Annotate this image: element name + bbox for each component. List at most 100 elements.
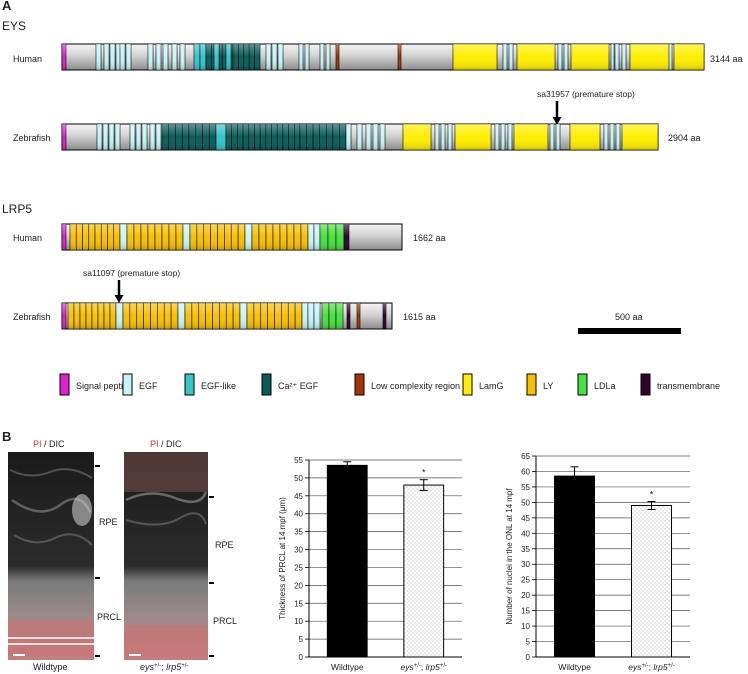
domain-shade (266, 44, 271, 70)
scale-bar-label: 500 aa (615, 312, 643, 322)
domain-shade (141, 224, 148, 250)
stain-pi-label: PI (150, 439, 159, 449)
layer-label-rpe: RPE (215, 540, 234, 550)
domain-shade (453, 44, 497, 70)
domain-shade (226, 124, 232, 150)
domain-shade (171, 303, 178, 329)
domain-shade (203, 224, 211, 250)
domain-shade (162, 124, 169, 150)
domain-shade (616, 124, 620, 150)
domain-shade (168, 124, 176, 150)
domain-shade (134, 224, 141, 250)
domain-shade (302, 303, 308, 329)
legend-swatch (122, 373, 133, 396)
domain-shade (277, 124, 283, 150)
domain-shade (202, 124, 210, 150)
domain-shade (219, 303, 227, 329)
legend-swatch (59, 373, 70, 396)
domain-shade (514, 124, 548, 150)
lrp5-zebrafish-length: 1615 aa (403, 312, 436, 322)
lrp5-human-length: 1662 aa (413, 233, 446, 243)
lrp5-human-protein (61, 223, 403, 251)
domain-shade (143, 303, 151, 329)
domain-shade (222, 44, 228, 70)
domain-shade (550, 124, 554, 150)
domain-shade (328, 224, 336, 250)
domain-shade (129, 303, 137, 329)
domain-shade (231, 224, 239, 250)
domain-shade (332, 124, 340, 150)
legend-label: Ca²⁺ EGF (278, 381, 319, 391)
y-tick-label: 50 (521, 498, 530, 507)
domain-shade (301, 224, 308, 250)
legend-swatch (354, 373, 365, 396)
eys-human-length: 3144 aa (710, 54, 743, 64)
legend-swatch (462, 373, 473, 396)
domain-shade (398, 44, 401, 70)
domain-shade (136, 124, 141, 150)
domain-shade (259, 224, 266, 250)
domain-shade (62, 303, 66, 329)
domain-shade (176, 224, 183, 250)
domain-shade (162, 224, 169, 250)
svg-text:PI / DIC: PI / DIC (33, 439, 65, 449)
domain-shade (164, 303, 172, 329)
domain-shade (274, 303, 282, 329)
domain-shade (669, 44, 672, 70)
y-axis-label: Thickness of PRCL at 14 mpf (μm) (278, 497, 287, 620)
legend-label: Signal peptide (76, 381, 133, 391)
domain-shade (74, 303, 80, 329)
domain-shade (110, 44, 115, 70)
lrp5-mutation-arrow (114, 280, 124, 303)
x-category-label: eys+/-; lrp5+/- (401, 662, 448, 672)
domain-shade (113, 224, 120, 250)
domain-shade (622, 44, 626, 70)
legend-swatch (261, 373, 272, 396)
domain-shade (615, 44, 619, 70)
domain-shade (95, 224, 102, 250)
y-axis-label: Number of nuclei in the ONL at 14 mpf (505, 488, 514, 625)
domain-shade (191, 303, 199, 329)
domain-shade (92, 303, 98, 329)
domain-shade (336, 303, 343, 329)
bar (553, 475, 596, 658)
domain-shade (62, 224, 66, 250)
domain-shade (299, 44, 303, 70)
y-tick-label: 0 (299, 653, 304, 662)
domain-shade (611, 44, 614, 70)
domain-shade (76, 224, 83, 250)
domain-shade (169, 224, 176, 250)
y-tick-label: 50 (294, 474, 303, 483)
domain-shade (240, 303, 247, 329)
domain-shade (86, 303, 92, 329)
x-category-label: Wildtype (331, 662, 364, 672)
domain-shade (556, 124, 560, 150)
domain-shade (196, 224, 204, 250)
domain-shade (308, 303, 314, 329)
domain-shade (88, 224, 95, 250)
eys-mutation-arrow (552, 101, 562, 125)
domain-shade (62, 44, 66, 70)
domain-shade (501, 124, 505, 150)
domain-shade (189, 124, 196, 150)
domain-shade (209, 124, 216, 150)
domain-shade (339, 124, 346, 150)
domain-shade (366, 124, 371, 150)
domain-shade (224, 224, 232, 250)
domain-shade (383, 303, 386, 329)
y-tick-label: 5 (526, 638, 531, 647)
micrograph-caption: eys+/-; lrp5+/- (140, 662, 188, 672)
significance-marker: * (422, 468, 426, 478)
domain-shade (195, 124, 203, 150)
domain-shade (214, 44, 219, 70)
domain-shade (604, 124, 608, 150)
lrp5-mutation-label: sa11097 (premature stop) (83, 268, 180, 278)
domain-shade (558, 44, 562, 70)
panel-b-label: B (2, 429, 11, 444)
domain-shade (517, 44, 555, 70)
lrp5-heading: LRP5 (2, 202, 32, 216)
legend-swatch (526, 373, 537, 396)
y-tick-label: 0 (526, 653, 531, 662)
micrograph-caption: Wildtype (33, 662, 68, 672)
